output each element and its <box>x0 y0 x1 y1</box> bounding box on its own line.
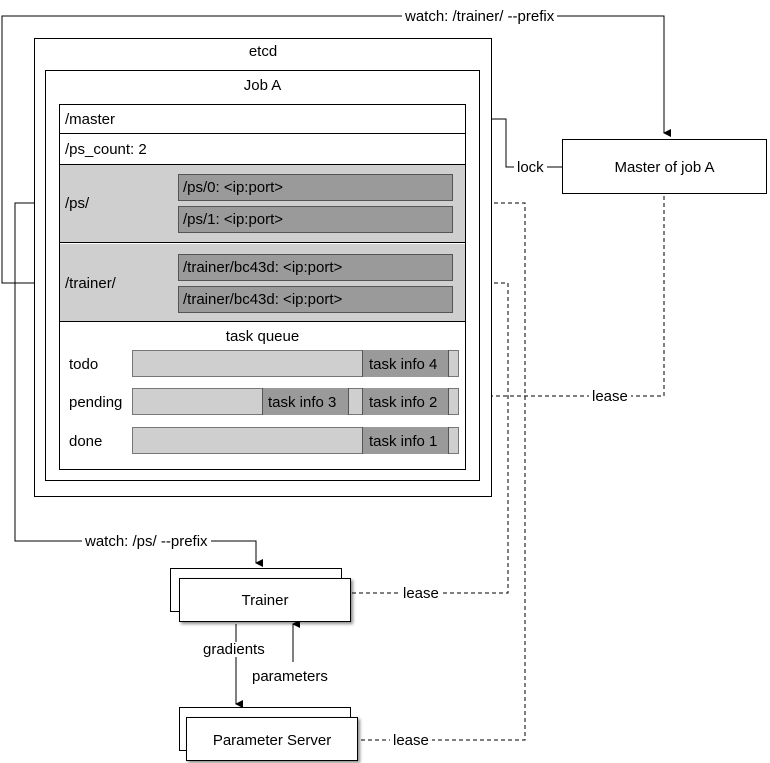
trainer-entry-1-label: /trainer/bc43d: <ip:port> <box>183 291 343 308</box>
done-queue-bar <box>132 427 459 454</box>
ps-lease-label: lease <box>390 733 432 748</box>
trainer-entry-1 <box>178 286 453 313</box>
pending-task-2 <box>362 388 449 415</box>
pending-label: pending <box>69 394 123 411</box>
master-node-label: Master of job A <box>614 159 715 176</box>
gradients-label: gradients <box>200 642 268 657</box>
ps-key-label: /ps/ <box>65 195 90 212</box>
todo-queue-bar <box>132 350 459 377</box>
pending-task-3 <box>262 388 349 415</box>
master-node <box>562 139 767 194</box>
ps-node-label: Parameter Server <box>212 732 332 749</box>
ps-node <box>186 717 358 761</box>
master-lease-line <box>466 196 665 397</box>
trainer-entry-0-label: /trainer/bc43d: <ip:port> <box>183 259 343 276</box>
done-task-1-label: task info 1 <box>369 433 438 450</box>
done-task-1 <box>362 427 449 454</box>
task-queue-title: task queue <box>225 328 300 345</box>
todo-task-4-label: task info 4 <box>369 356 438 373</box>
lock-label: lock <box>514 160 547 175</box>
master-key-label: /master <box>65 111 116 128</box>
ps-entry-1-label: /ps/1: <ip:port> <box>183 211 284 228</box>
ps-entry-0 <box>178 174 453 201</box>
watch-trainer-label: watch: /trainer/ --prefix <box>402 9 558 24</box>
pending-task-2-label: task info 2 <box>369 394 438 411</box>
trainer-entry-0 <box>178 254 453 281</box>
ps-count-label: /ps_count: 2 <box>65 141 147 158</box>
ps-entry-1 <box>178 206 453 233</box>
trainer-node <box>179 578 351 622</box>
watch-ps-label: watch: /ps/ --prefix <box>82 534 211 549</box>
ps-count-row <box>60 134 465 165</box>
todo-task-4 <box>362 350 449 377</box>
pending-queue-bar <box>132 388 459 415</box>
todo-label: todo <box>69 356 99 373</box>
trainer-lease-label: lease <box>400 586 442 601</box>
job-a-title: Job A <box>243 77 282 94</box>
parameters-label: parameters <box>249 669 331 684</box>
pending-task-3-label: task info 3 <box>268 394 337 411</box>
master-key-row <box>60 105 465 134</box>
etcd-title: etcd <box>248 43 278 60</box>
ps-entry-0-label: /ps/0: <ip:port> <box>183 179 284 196</box>
done-label: done <box>69 433 103 450</box>
trainer-key-label: /trainer/ <box>65 275 116 292</box>
trainer-node-label: Trainer <box>241 592 289 609</box>
master-lease-label: lease <box>589 389 631 404</box>
